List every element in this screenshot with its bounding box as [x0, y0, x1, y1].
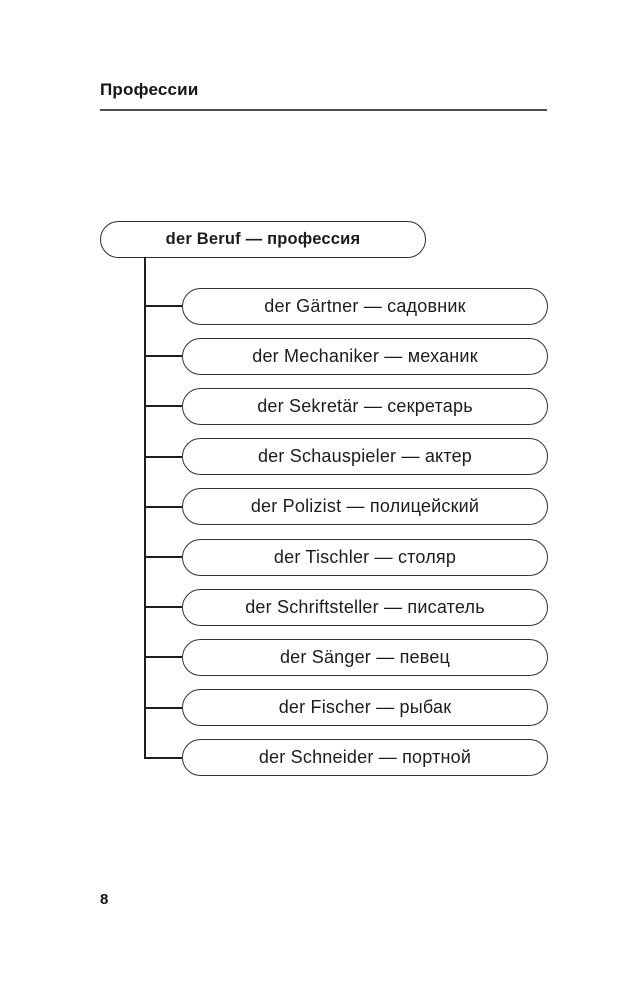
tree-branch-line: [145, 556, 182, 558]
vocabulary-item: der Schriftsteller — писатель: [182, 588, 548, 626]
vocabulary-item: der Polizist — полицейский: [182, 488, 548, 526]
vocabulary-item: der Sänger — певец: [182, 638, 548, 676]
tree-branch-line: [145, 656, 182, 659]
vocabulary-item: der Fischer — рыбак: [182, 689, 548, 727]
tree-branch-line: [145, 756, 182, 759]
tree-branch-line: [145, 505, 182, 508]
page-number: 8: [100, 891, 109, 908]
tree-branch-line: [145, 706, 182, 709]
vocabulary-item: der Sekretär — секретарь: [182, 387, 548, 425]
tree-branch-line: [145, 405, 182, 408]
vocabulary-item: der Schauspieler — актер: [182, 438, 548, 476]
header-divider: [100, 109, 547, 111]
tree-branch-line: [145, 455, 182, 458]
tree-root-node: der Beruf — профессия: [100, 221, 426, 258]
tree-branch-line: [145, 355, 182, 358]
tree-branch-line: [145, 305, 182, 307]
vocabulary-item: der Mechaniker — механик: [182, 337, 548, 375]
page-title: Профессии: [100, 80, 199, 99]
tree-branch-line: [145, 606, 182, 609]
tree-trunk-line: [144, 257, 146, 759]
vocabulary-item: der Gärtner — садовник: [182, 287, 548, 325]
vocabulary-item: der Tischler — столяр: [182, 538, 548, 576]
vocabulary-item: der Schneider — портной: [182, 739, 548, 777]
